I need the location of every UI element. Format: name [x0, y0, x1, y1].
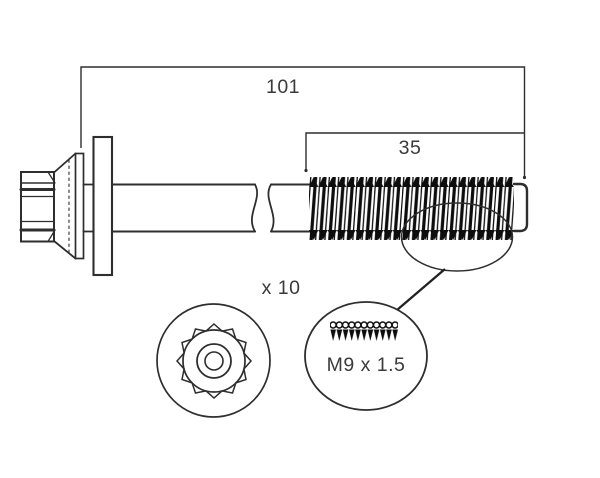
bolt-front-view: [156, 303, 271, 418]
shank: [111, 183, 311, 233]
detail-leader-line: [396, 268, 446, 311]
thread-section: [309, 177, 514, 240]
thread-detail-bubble: M9 x 1.5: [304, 301, 428, 411]
dimension-overall-length: [80, 66, 527, 180]
dimension-101-value: 101: [266, 76, 300, 98]
dimension-35-lines: [305, 132, 525, 171]
head-center-circle: [204, 351, 224, 371]
washer-outline-circle: [156, 303, 271, 418]
bolt-side-view: [19, 135, 529, 277]
detail-callout-ellipse: [400, 202, 514, 272]
thread-spec-text: M9 x 1.5: [327, 354, 406, 376]
dimension-35-value: 35: [399, 137, 422, 159]
dimension-101-lines: [80, 66, 526, 177]
head-top-circle: [182, 329, 246, 393]
break-symbol-left: [251, 183, 258, 233]
break-symbol-right: [267, 183, 275, 233]
dimension-101-end-tick: [522, 175, 527, 180]
head-cone: [53, 152, 77, 260]
quantity-label: x 10: [262, 277, 301, 299]
bolt-head-splines: [19, 171, 56, 243]
thread-tip: [512, 182, 529, 233]
dimension-35-end-tick: [304, 168, 308, 173]
head-boss-circle: [196, 343, 232, 379]
flange-face: [74, 152, 85, 260]
neck-lines: [82, 183, 95, 233]
dimension-thread-length: [304, 132, 525, 173]
twelve-point-star: [175, 322, 253, 400]
thread-coil-icon: [330, 320, 398, 343]
washer: [92, 135, 114, 277]
